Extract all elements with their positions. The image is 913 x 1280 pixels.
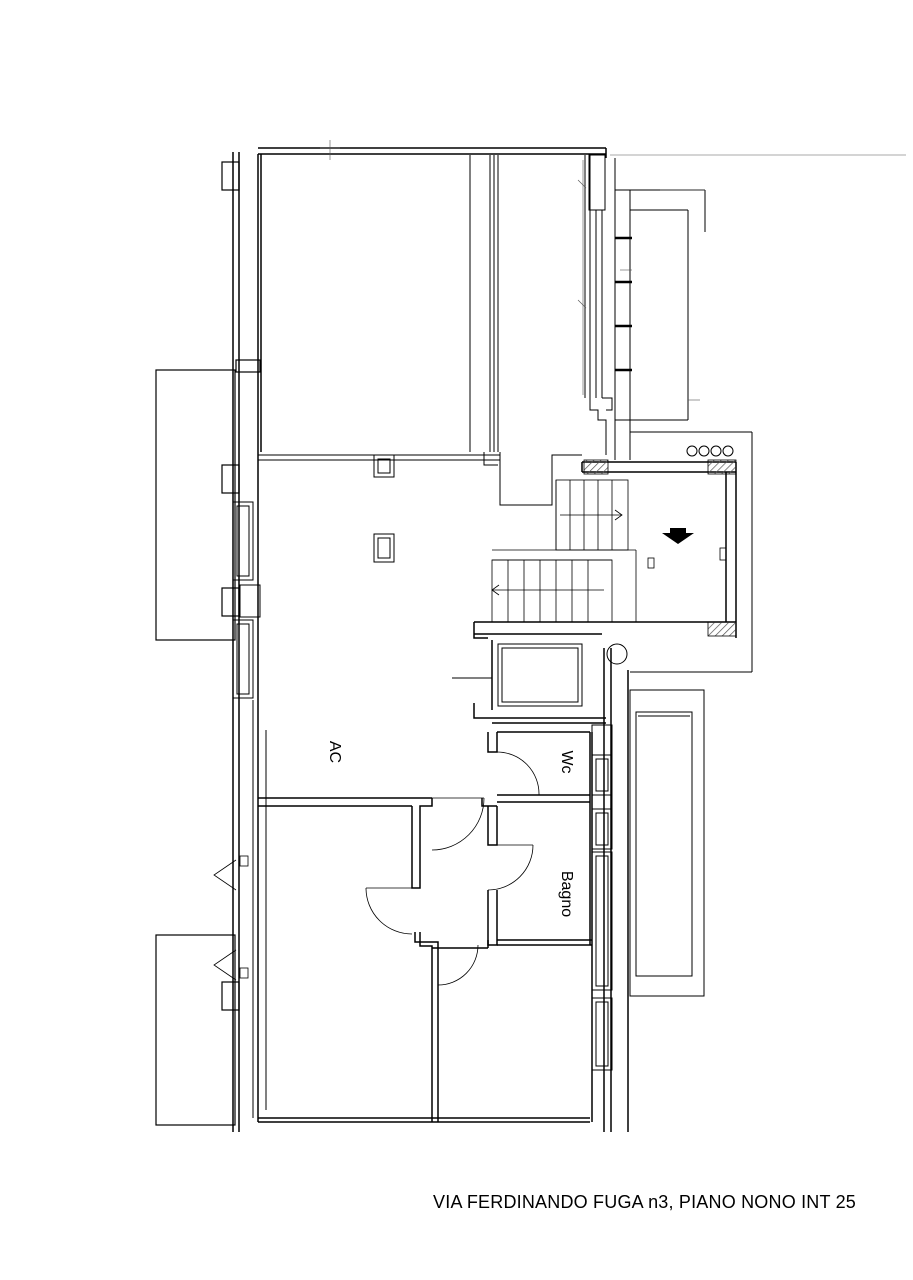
entrance-detail bbox=[647, 547, 727, 569]
dimension-marks bbox=[320, 140, 906, 401]
lift-and-shafts bbox=[373, 445, 734, 707]
railing-posts bbox=[615, 236, 632, 372]
hatched-walls bbox=[583, 459, 737, 637]
terrace bbox=[258, 154, 753, 673]
stair-arrow-icon bbox=[614, 509, 623, 521]
wc-windows bbox=[591, 724, 613, 1071]
windows-left bbox=[232, 501, 267, 1118]
door-swings bbox=[365, 751, 540, 986]
left-french-door bbox=[213, 855, 249, 981]
room-label-ac: AC bbox=[326, 741, 343, 763]
right-terrace bbox=[629, 689, 705, 997]
address-caption: VIA FERDINANDO FUGA n3, PIANO NONO INT 2… bbox=[433, 1192, 856, 1212]
interior-walls bbox=[258, 461, 737, 1122]
staircase bbox=[491, 479, 637, 623]
door-swing-icon bbox=[431, 797, 485, 851]
room-label-wc: Wc bbox=[558, 750, 575, 773]
outer-walls bbox=[232, 147, 629, 1132]
entrance-arrow-icon bbox=[662, 528, 694, 544]
room-label-bagno: Bagno bbox=[558, 871, 575, 917]
balconies bbox=[155, 161, 261, 1126]
